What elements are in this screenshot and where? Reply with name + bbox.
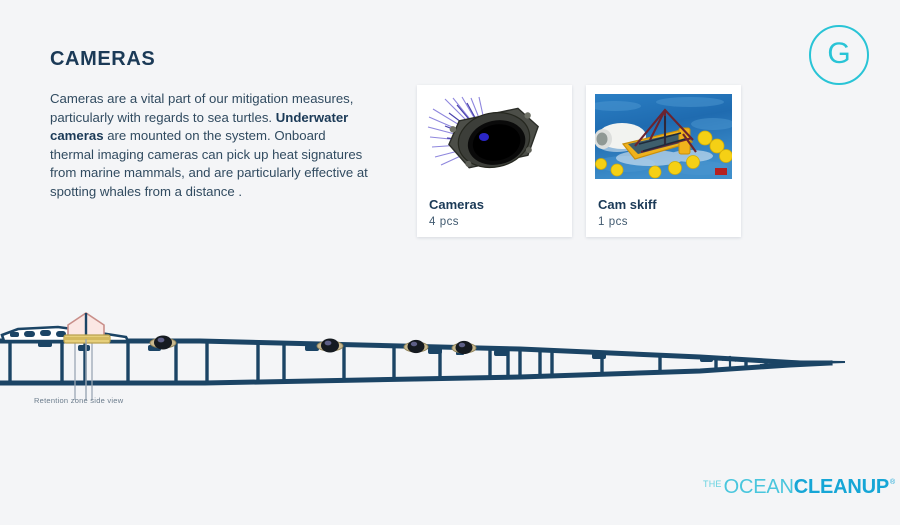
description-part-1: Cameras are a vital part of our mitigati…: [50, 91, 354, 125]
circle-g-logo-icon: G: [809, 25, 869, 85]
logo-the: THE: [703, 479, 722, 489]
description-part-3: are mounted on the system. Onboard therm…: [50, 128, 368, 199]
card-title-cam-skiff: Cam skiff: [598, 197, 657, 212]
card-quantity-unit-cameras: pcs: [439, 216, 459, 228]
camera-housing-image: [427, 93, 562, 185]
the-ocean-cleanup-logo: THE OCEAN CLEANUP ®: [703, 476, 895, 499]
page-title: CAMERAS: [50, 48, 156, 70]
card-quantity-unit-cam-skiff: pcs: [608, 216, 628, 228]
retention-zone-side-view-diagram: [0, 305, 900, 400]
cam-skiff-image: [595, 94, 732, 179]
card-title-cameras: Cameras: [429, 197, 484, 212]
card-quantity-value-cameras: 4: [429, 216, 436, 228]
card-quantity-value-cam-skiff: 1: [598, 216, 605, 228]
logo-registered-mark: ®: [890, 479, 896, 486]
circle-g-logo-letter: G: [827, 37, 851, 70]
diagram-caption: Retention zone side view: [34, 396, 124, 405]
description-paragraph: Cameras are a vital part of our mitigati…: [50, 90, 368, 202]
logo-ocean: OCEAN: [723, 476, 794, 498]
logo-cleanup: CLEANUP: [793, 476, 890, 498]
description-part-2-bold: Underwater cameras: [50, 109, 349, 144]
